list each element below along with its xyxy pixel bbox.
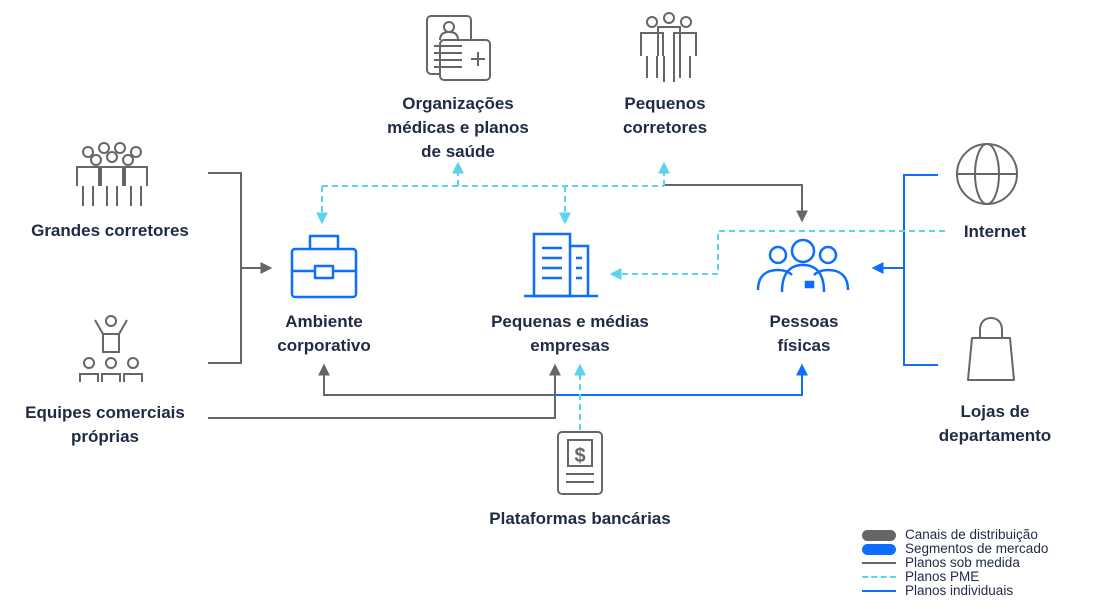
globe-icon (956, 143, 1018, 205)
legend-label: Planos PME (905, 569, 980, 584)
legend-swatch-dash (862, 576, 896, 578)
bank-receipt-icon (557, 431, 603, 495)
dollar-sign-icon: $ (574, 445, 585, 467)
shopping-bag-icon (967, 317, 1015, 381)
connector-small-brokers-to-individuals (664, 184, 808, 223)
legend-swatch-pill (862, 529, 896, 541)
node-label-sme: Pequenas e médias empresas (491, 312, 649, 355)
node-label-individuals: Pessoas físicas (769, 312, 839, 355)
connector-internet-to-sme (609, 230, 945, 280)
node-label-sales-teams: Equipes comerciais próprias (25, 403, 185, 446)
small-brokers-icon (640, 12, 697, 82)
connector-retail-to-individuals (903, 174, 938, 366)
legend-label: Planos sob medida (905, 555, 1020, 570)
sales-team-icon (79, 315, 143, 382)
node-label-corporate: Ambiente corporativo (277, 312, 371, 355)
legend-item-distribution-channels: Canais de distribuição (862, 528, 1048, 542)
node-label-large-brokers: Grandes corretores (31, 221, 189, 240)
connector-bus-to-corporate (318, 363, 555, 396)
legend-item-individual-plans: Planos individuais (862, 584, 1048, 598)
node-label-banking-platforms: Plataformas bancárias (489, 509, 671, 528)
connector-teams-to-sme (208, 363, 561, 419)
legend-label: Segmentos de mercado (905, 541, 1049, 556)
legend-swatch-line (862, 562, 896, 564)
legend-item-market-segments: Segmentos de mercado (862, 542, 1048, 556)
legend-item-sme-plans: Planos PME (862, 570, 1048, 584)
legend-label: Planos individuais (905, 583, 1014, 598)
connector-brokers-to-corporate (208, 172, 242, 364)
node-label-small-brokers: Pequenos corretores (622, 94, 708, 137)
building-icon (524, 232, 598, 298)
people-group-icon (756, 238, 850, 293)
connector-bus-to-individuals (555, 363, 808, 396)
legend-item-custom-plans: Planos sob medida (862, 556, 1048, 570)
legend-swatch-pill (862, 543, 896, 555)
node-label-department-stores: Lojas de departamento (938, 402, 1052, 445)
legend-swatch-line (862, 590, 896, 592)
briefcase-icon (290, 234, 358, 299)
legend-label: Canais de distribuição (905, 527, 1038, 542)
legend: Canais de distribuição Segmentos de merc… (862, 528, 1048, 598)
large-brokers-icon (76, 142, 148, 206)
node-label-medical-organizations: Organizações médicas e planos de saúde (387, 94, 529, 161)
medical-document-icon (426, 15, 491, 81)
node-label-internet: Internet (963, 222, 1027, 241)
